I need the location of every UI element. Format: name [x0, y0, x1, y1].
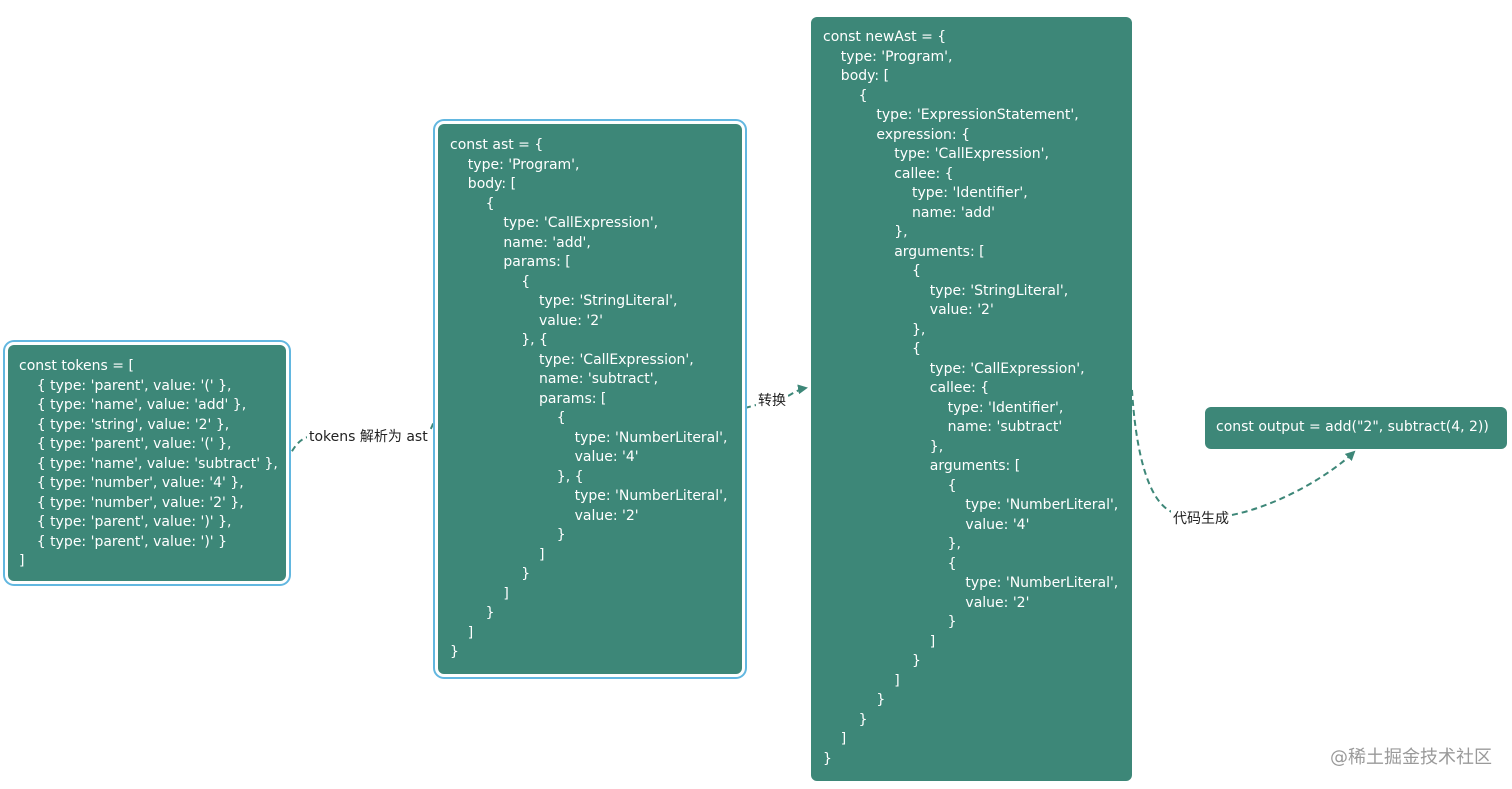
- code-line: name: 'subtract': [823, 419, 1063, 435]
- edge-label-tokens-to-ast: tokens 解析为 ast: [307, 428, 430, 446]
- code-line: name: 'subtract',: [450, 371, 659, 387]
- code-line: }, {: [450, 468, 584, 485]
- code-line: { type: 'number', value: '4' },: [19, 475, 244, 491]
- code-line: name: 'add',: [450, 234, 591, 251]
- code-line: type: 'CallExpression',: [450, 351, 694, 368]
- output-node[interactable]: const output = add("2", subtract(4, 2)): [1205, 407, 1507, 449]
- code-line: type: 'NumberLiteral',: [823, 497, 1119, 513]
- code-line: type: 'CallExpression',: [823, 146, 1049, 162]
- code-line: type: 'NumberLiteral',: [450, 429, 728, 446]
- code-line: const newAst = {: [823, 29, 947, 45]
- code-line: type: 'Program',: [450, 156, 580, 173]
- code-line: type: 'CallExpression',: [450, 215, 659, 231]
- code-line: { type: 'parent', value: ')' },: [19, 514, 232, 530]
- tokens-code: const tokens = [ { type: 'parent', value…: [19, 357, 278, 572]
- code-line: {: [450, 410, 566, 426]
- code-line: type: 'CallExpression',: [823, 360, 1085, 377]
- code-line: const output = add("2", subtract(4, 2)): [1216, 419, 1489, 435]
- code-line: const ast = {: [450, 137, 544, 153]
- code-line: type: 'NumberLiteral',: [823, 575, 1119, 591]
- code-line: }: [823, 750, 832, 767]
- watermark: @稀土掘金技术社区: [1330, 747, 1492, 768]
- code-line: }: [450, 527, 566, 543]
- ast-node[interactable]: const ast = { type: 'Program', body: [ {…: [438, 124, 742, 674]
- code-line: {: [823, 263, 921, 279]
- code-line: name: 'add': [823, 204, 995, 221]
- code-line: }, {: [450, 332, 548, 348]
- newast-code: const newAst = { type: 'Program', body: …: [823, 28, 1120, 769]
- code-line: }: [823, 711, 868, 728]
- code-line: }: [450, 566, 531, 582]
- code-line: value: '2': [450, 507, 639, 524]
- code-line: {: [450, 273, 531, 290]
- code-line: }: [823, 614, 957, 630]
- code-line: arguments: [: [823, 243, 985, 260]
- code-line: body: [: [823, 68, 890, 84]
- code-line: { type: 'parent', value: '(' },: [19, 436, 232, 452]
- tokens-node[interactable]: const tokens = [ { type: 'parent', value…: [8, 345, 286, 581]
- edge-label-newast-to-output: 代码生成: [1171, 510, 1231, 528]
- code-line: }: [450, 605, 495, 621]
- code-line: }: [450, 644, 459, 660]
- code-line: { type: 'name', value: 'add' },: [19, 397, 247, 413]
- code-line: const tokens = [: [19, 358, 134, 374]
- code-line: value: '2': [823, 594, 1030, 611]
- output-code: const output = add("2", subtract(4, 2)): [1216, 418, 1496, 438]
- code-line: ]: [450, 624, 474, 641]
- code-line: }: [823, 692, 886, 708]
- code-line: { type: 'number', value: '2' },: [19, 494, 244, 511]
- code-line: },: [823, 321, 926, 338]
- edge-ast-to-newast: [744, 388, 806, 409]
- edge-newast-to-output-tail: [1231, 450, 1356, 516]
- code-line: expression: {: [823, 126, 970, 143]
- code-line: {: [450, 195, 495, 212]
- code-line: },: [823, 438, 944, 455]
- code-line: params: [: [450, 254, 571, 270]
- code-line: }: [823, 653, 921, 669]
- code-line: { type: 'parent', value: '(' },: [19, 377, 232, 394]
- code-line: type: 'StringLiteral',: [823, 282, 1069, 299]
- code-line: ]: [823, 731, 847, 747]
- code-line: type: 'Identifier',: [823, 185, 1028, 201]
- code-line: },: [823, 224, 908, 240]
- code-line: type: 'ExpressionStatement',: [823, 107, 1079, 123]
- code-line: ]: [450, 585, 509, 602]
- code-line: value: '2': [823, 302, 994, 318]
- code-line: type: 'StringLiteral',: [450, 293, 678, 309]
- newast-node[interactable]: const newAst = { type: 'Program', body: …: [811, 17, 1132, 781]
- code-line: ]: [823, 672, 900, 689]
- code-line: value: '2': [450, 312, 604, 329]
- code-line: body: [: [450, 176, 517, 192]
- code-line: },: [823, 536, 961, 552]
- edge-newast-to-output: [1131, 389, 1173, 513]
- code-line: {: [823, 87, 868, 104]
- code-line: params: [: [450, 390, 607, 407]
- code-line: arguments: [: [823, 458, 1021, 474]
- code-line: value: '4': [450, 449, 639, 465]
- code-line: ]: [19, 553, 25, 569]
- code-line: type: 'NumberLiteral',: [450, 488, 728, 504]
- code-line: {: [823, 477, 957, 494]
- code-line: {: [823, 555, 957, 572]
- code-line: value: '4': [823, 516, 1030, 533]
- code-line: type: 'Identifier',: [823, 399, 1064, 416]
- code-line: callee: {: [823, 380, 990, 396]
- edge-label-ast-to-newast: 转换: [756, 392, 788, 410]
- ast-code: const ast = { type: 'Program', body: [ {…: [450, 136, 730, 663]
- code-line: callee: {: [823, 165, 954, 182]
- code-line: ]: [823, 633, 936, 650]
- code-line: { type: 'parent', value: ')' }: [19, 533, 228, 550]
- code-line: { type: 'name', value: 'subtract' },: [19, 455, 278, 472]
- code-line: type: 'Program',: [823, 48, 953, 65]
- code-line: {: [823, 341, 921, 357]
- code-line: { type: 'string', value: '2' },: [19, 416, 230, 433]
- code-line: ]: [450, 546, 545, 563]
